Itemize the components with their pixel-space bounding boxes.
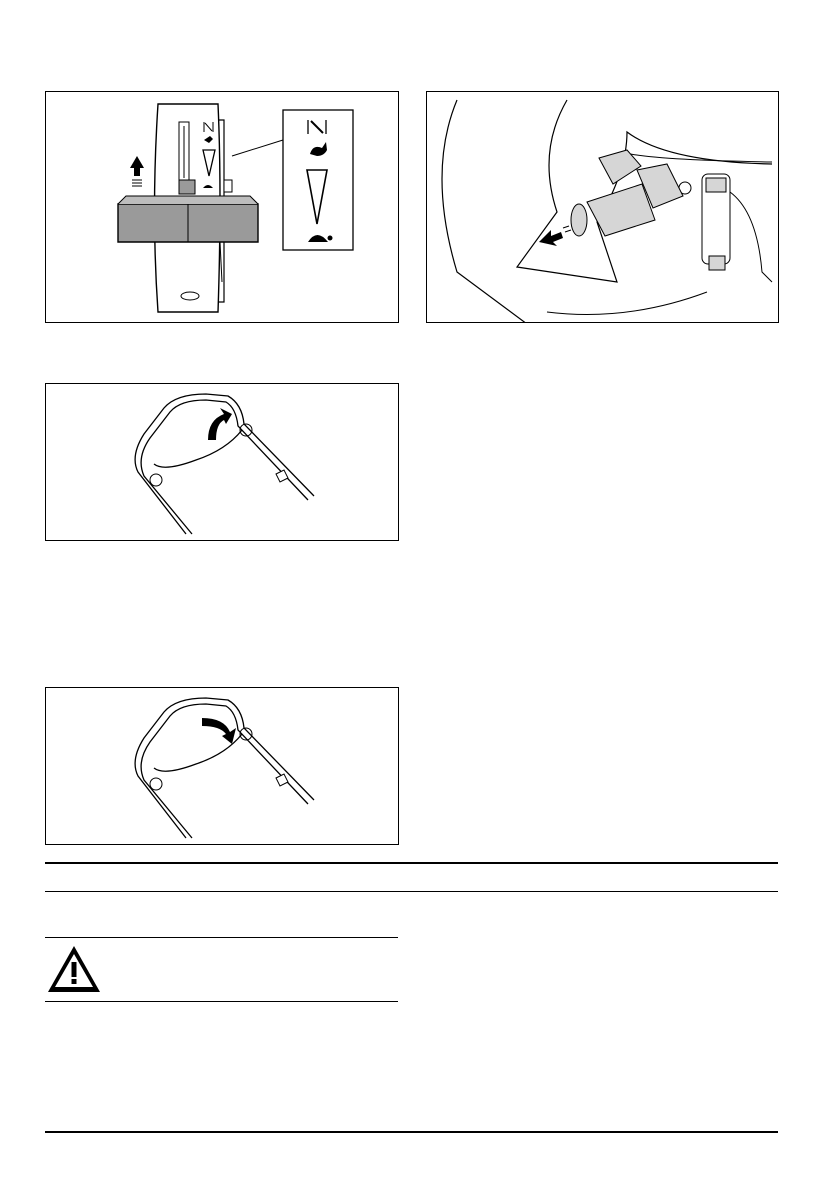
up-arrow-icon <box>208 408 232 440</box>
figure-handle-lever-lower <box>45 687 399 845</box>
warning-box <box>45 940 398 1000</box>
up-arrow-icon <box>130 156 144 186</box>
section-rule-top <box>45 862 778 864</box>
warning-rule-top <box>45 937 398 938</box>
warning-triangle-icon <box>45 940 105 1000</box>
warning-rule-bottom <box>45 1001 398 1002</box>
figure-throttle-control <box>45 91 399 323</box>
footer-rule <box>45 1131 778 1133</box>
pull-arrow-icon <box>539 226 571 246</box>
spark-plug-illustration <box>427 92 779 323</box>
down-arrow-icon <box>202 718 236 744</box>
figure-handle-lever-raise <box>45 383 399 541</box>
figure-spark-plug-cap <box>426 91 779 323</box>
section-rule-bottom <box>45 891 778 892</box>
handle-raise-illustration <box>46 384 399 541</box>
handle-lower-illustration <box>46 688 399 845</box>
throttle-control-illustration <box>46 92 399 323</box>
